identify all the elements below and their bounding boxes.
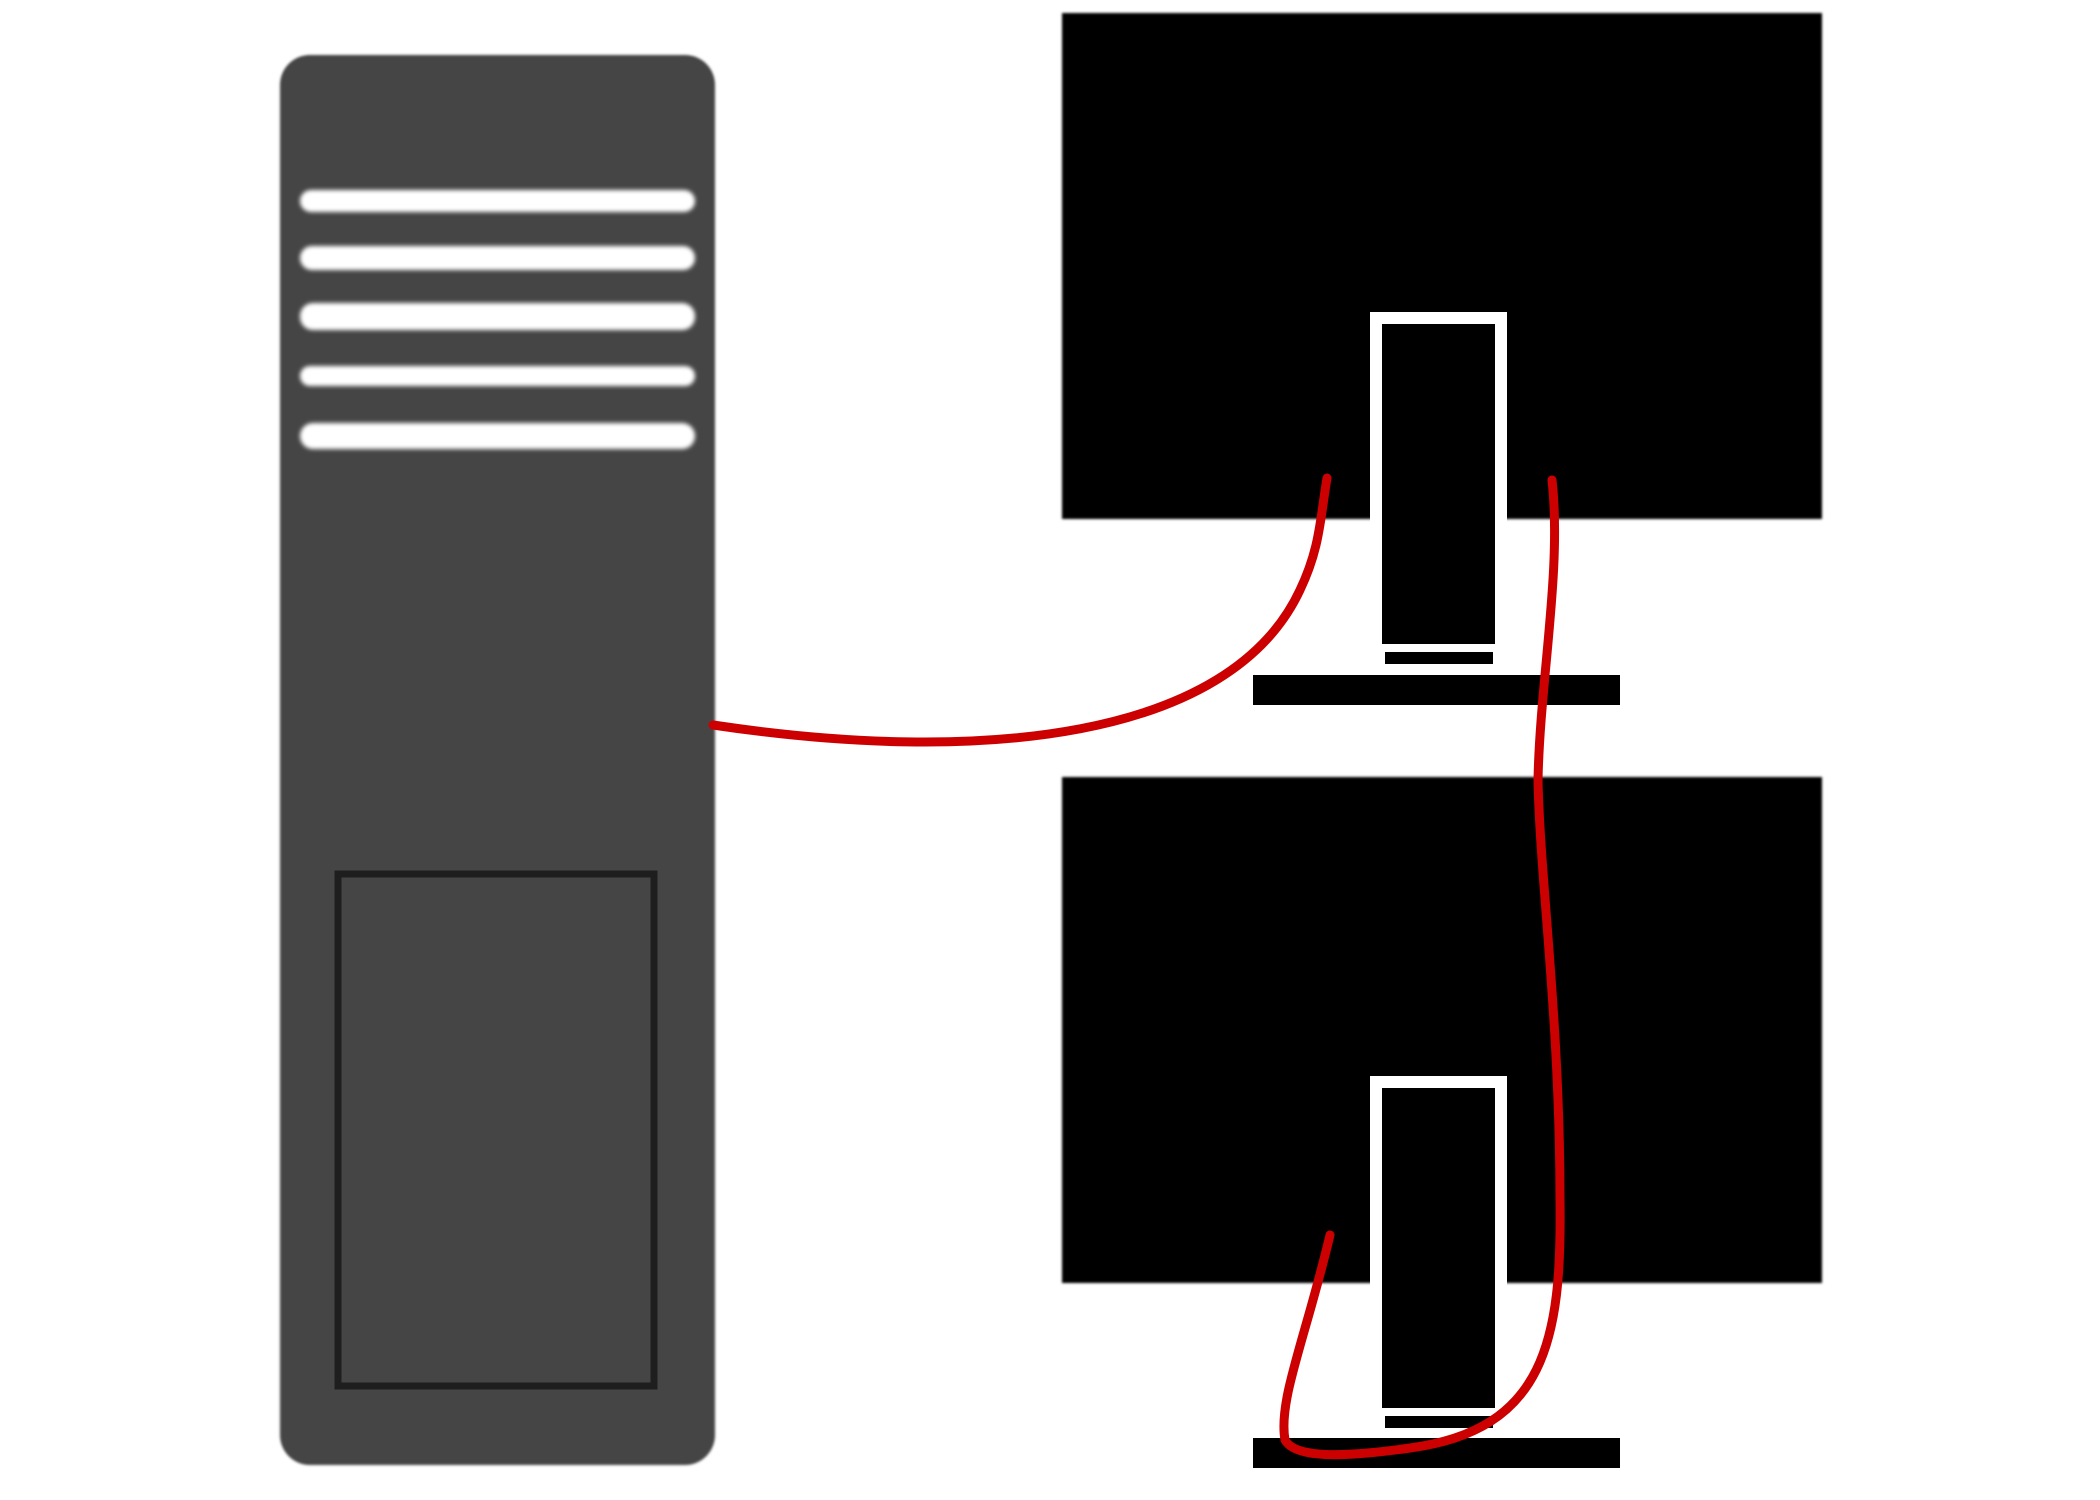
vent-slot [300, 366, 695, 386]
monitor-top [1062, 13, 1822, 705]
monitor-stand-base [1253, 675, 1620, 705]
cable-tower-to-top-monitor [708, 473, 1332, 747]
monitor-stand-foot [1385, 1416, 1493, 1428]
computer-tower [280, 55, 715, 1465]
vent-slot [300, 303, 695, 330]
monitor-stand-neck [1370, 1076, 1507, 1420]
monitor-bottom [1062, 777, 1822, 1468]
monitor-stand-neck [1370, 312, 1507, 656]
vent-slot [300, 246, 695, 270]
tower-body [280, 55, 715, 1465]
cables [708, 473, 1565, 1460]
vent-slot [300, 190, 695, 212]
monitor-stand-foot [1385, 652, 1493, 664]
cable-top-to-bottom-monitor [1279, 475, 1565, 1460]
vent-slot [300, 423, 695, 449]
tower-side-panel [334, 870, 658, 1390]
tower-vents [300, 190, 695, 449]
